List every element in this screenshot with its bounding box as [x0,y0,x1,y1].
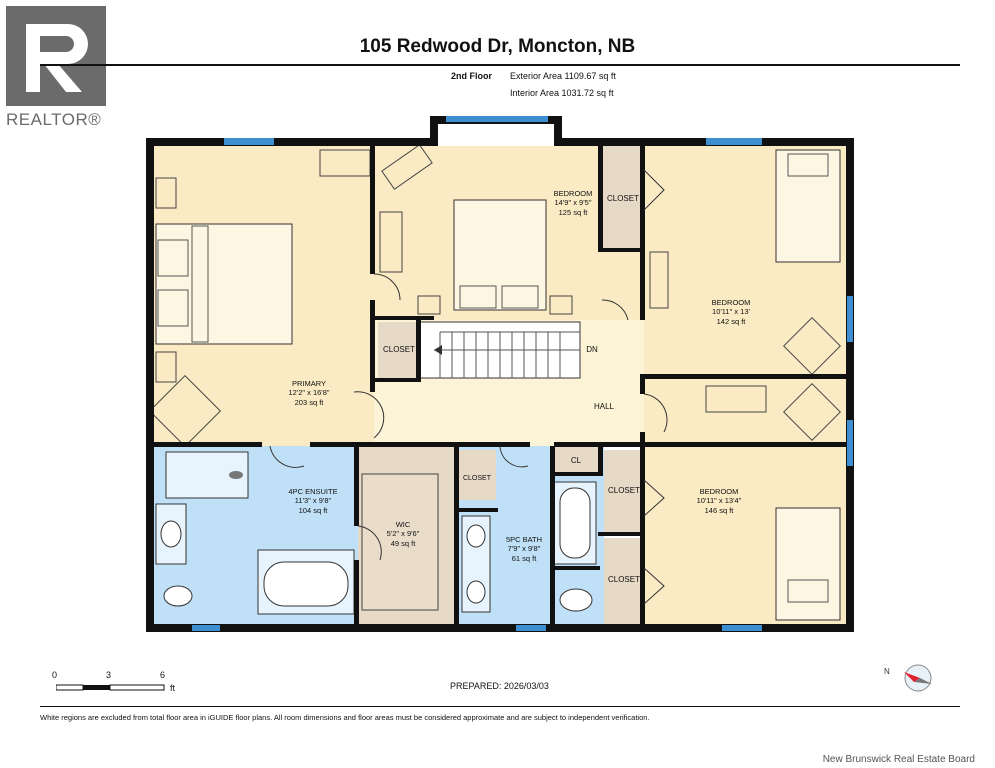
stairs-arrow-icon [434,345,442,355]
bedroom-1-bed [453,199,547,311]
windows [192,116,853,631]
realtor-logo [6,6,106,106]
bedroom-2-label: BEDROOM 10'11" x 13' 142 sq ft [711,298,751,326]
bedroom-3-label: BEDROOM 10'11" x 13'4" 146 sq ft [696,487,742,515]
bench [381,144,433,190]
interior-area: Interior Area 1031.72 sq ft [510,88,614,98]
closet-mid-label: CLOSET [462,475,491,482]
bath-label: 5PC BATH 7'9" x 9'8" 61 sq ft [505,535,543,563]
toilet [163,585,193,607]
realtor-logo-text: REALTOR® [6,110,102,129]
scale-zero: 0 [52,670,58,680]
exterior-area: Exterior Area 1109.67 sq ft [510,71,616,81]
stair-treads [434,331,580,378]
closet-hall-left-label: CLOSET [382,345,415,354]
board-credit: New Brunswick Real Estate Board [822,754,975,765]
bedroom-1-label: BEDROOM 14'9" x 9'5" 125 sq ft [553,189,593,217]
closet-mid [458,450,496,500]
closet-top-right [602,146,644,250]
nightstand [155,351,177,383]
scale-three: 3 [106,670,112,680]
armchair [148,374,222,448]
page-title: 105 Redwood Dr, Moncton, NB [359,36,636,57]
nightstand [155,177,177,209]
armchair [783,317,841,375]
ensuite-label: 4PC ENSUITE 11'3" x 9'8" 104 sq ft [288,487,338,515]
closet-right-lower [604,538,644,624]
wic-label: WIC 5'2" x 9'6" 49 sq ft [386,520,420,548]
wic-shelf [361,473,439,611]
compass-icon: N [884,664,932,692]
closet-cl [554,446,598,474]
svg-text:N: N [884,667,890,676]
prepared-date: PREPARED: 2026/03/03 [450,681,549,691]
bedroom-3-bed [775,507,841,621]
title-rule [40,64,960,66]
door-swings [269,169,668,605]
bedroom-2-bed [775,149,841,263]
scale-bar [56,684,165,691]
scale-unit: ft [170,683,176,693]
armchair [783,383,841,441]
desk [705,385,767,413]
closet-cl-label: CL [570,456,582,465]
disclaimer: White regions are excluded from total fl… [40,713,650,722]
closet-hall-left [378,322,420,378]
primary-label: PRIMARY 12'2" x 16'8" 203 sq ft [288,379,330,407]
scale-six: 6 [160,670,166,680]
closet-right-upper-label: CLOSET [607,486,640,495]
realtor-r-mark [6,6,106,106]
desk [379,211,403,273]
toilet [559,588,593,612]
footer-rule [40,706,960,707]
primary-bed [155,223,293,345]
stairs-dn-label: DN [586,345,598,354]
hall-label: HALL [593,402,614,411]
closet-top-right-label: CLOSET [606,194,639,203]
closet-right-upper [604,450,644,532]
interior-walls [150,146,846,624]
closet-right-lower-label: CLOSET [607,575,640,584]
floor-label: 2nd Floor [451,71,492,81]
